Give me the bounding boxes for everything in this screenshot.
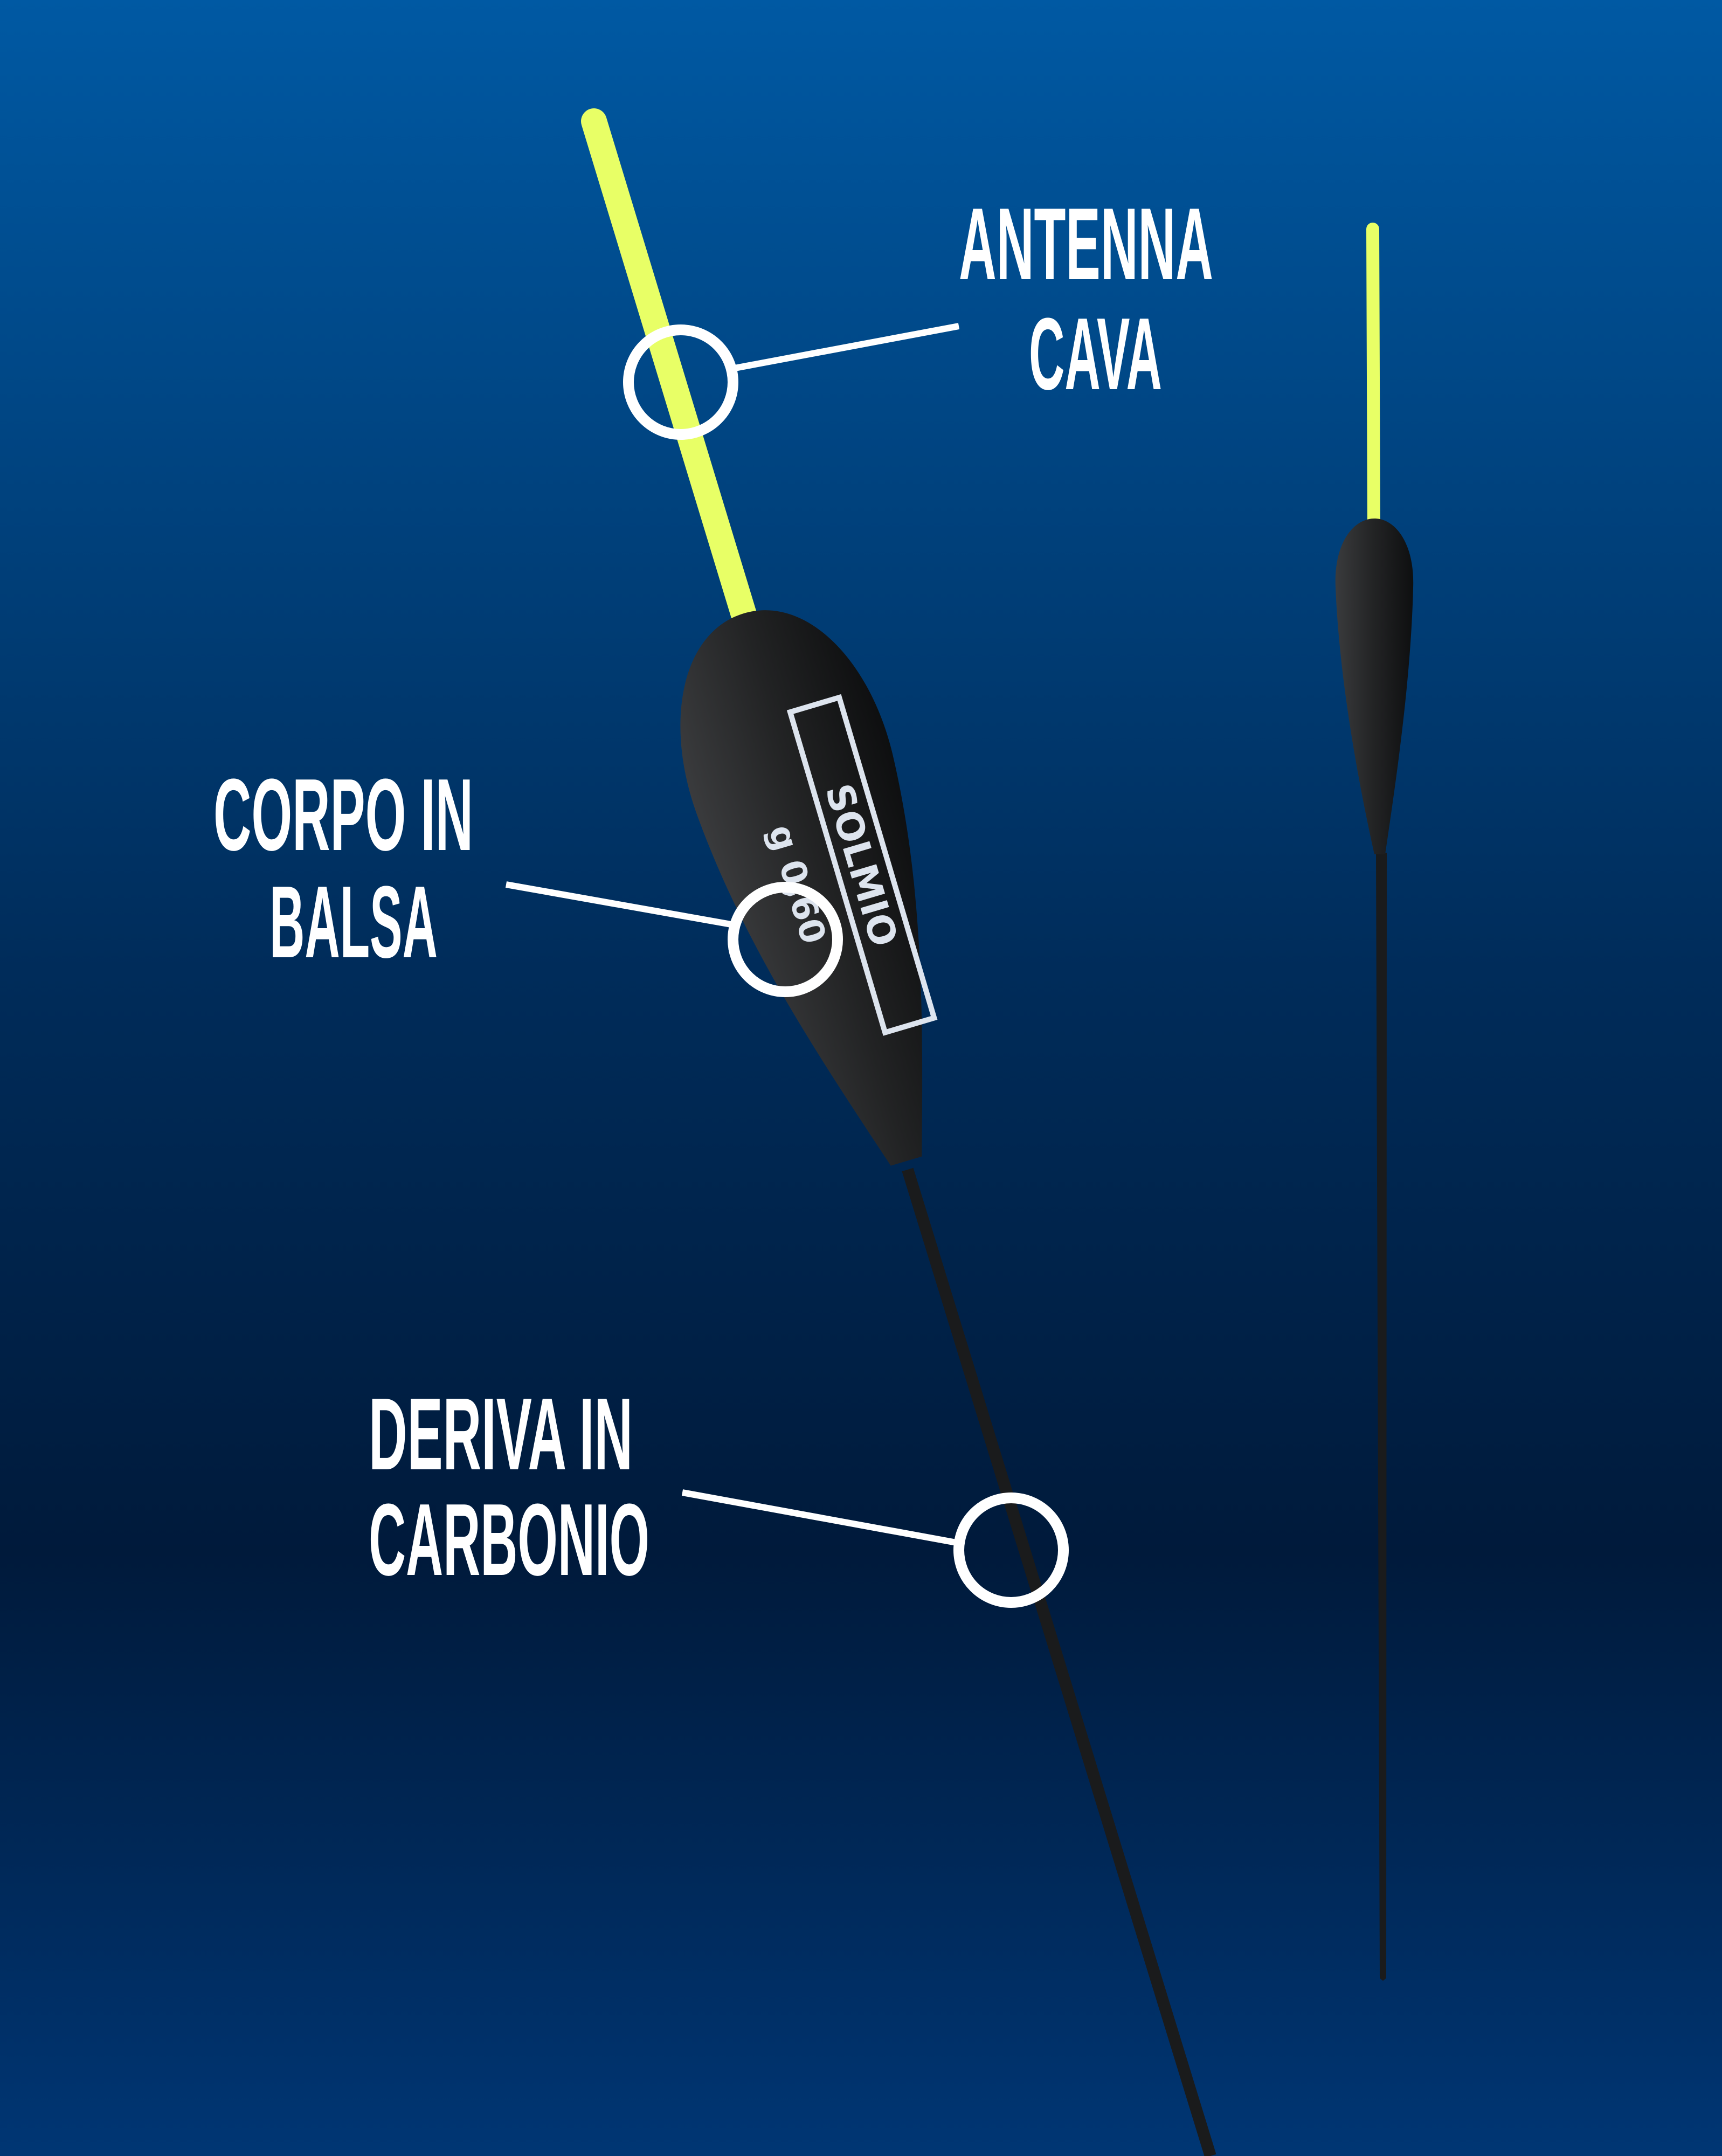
float-small <box>1335 223 1414 1981</box>
label-body-line1: CORPO IN <box>213 758 473 872</box>
callout-line-stem <box>681 1489 960 1546</box>
label-antenna-line1: ANTENNA <box>959 187 1213 301</box>
antenna-large <box>581 108 757 627</box>
body-small <box>1335 519 1414 854</box>
callout-line-antenna <box>731 323 960 372</box>
label-body-line2: BALSA <box>269 865 438 979</box>
stem-small <box>1376 853 1387 1981</box>
callouts <box>505 323 1069 1608</box>
callout-circle-stem <box>953 1492 1069 1608</box>
label-stem-line1: DERIVA IN <box>369 1377 633 1491</box>
callout-circle-antenna <box>623 324 738 440</box>
callout-circle-body <box>728 882 843 997</box>
antenna-small <box>1366 223 1380 532</box>
callout-line-body <box>505 881 735 928</box>
label-stem-line2: CARBONIO <box>369 1483 649 1597</box>
label-antenna-line2: CAVA <box>1029 297 1162 411</box>
stem-large <box>902 1167 1216 2156</box>
